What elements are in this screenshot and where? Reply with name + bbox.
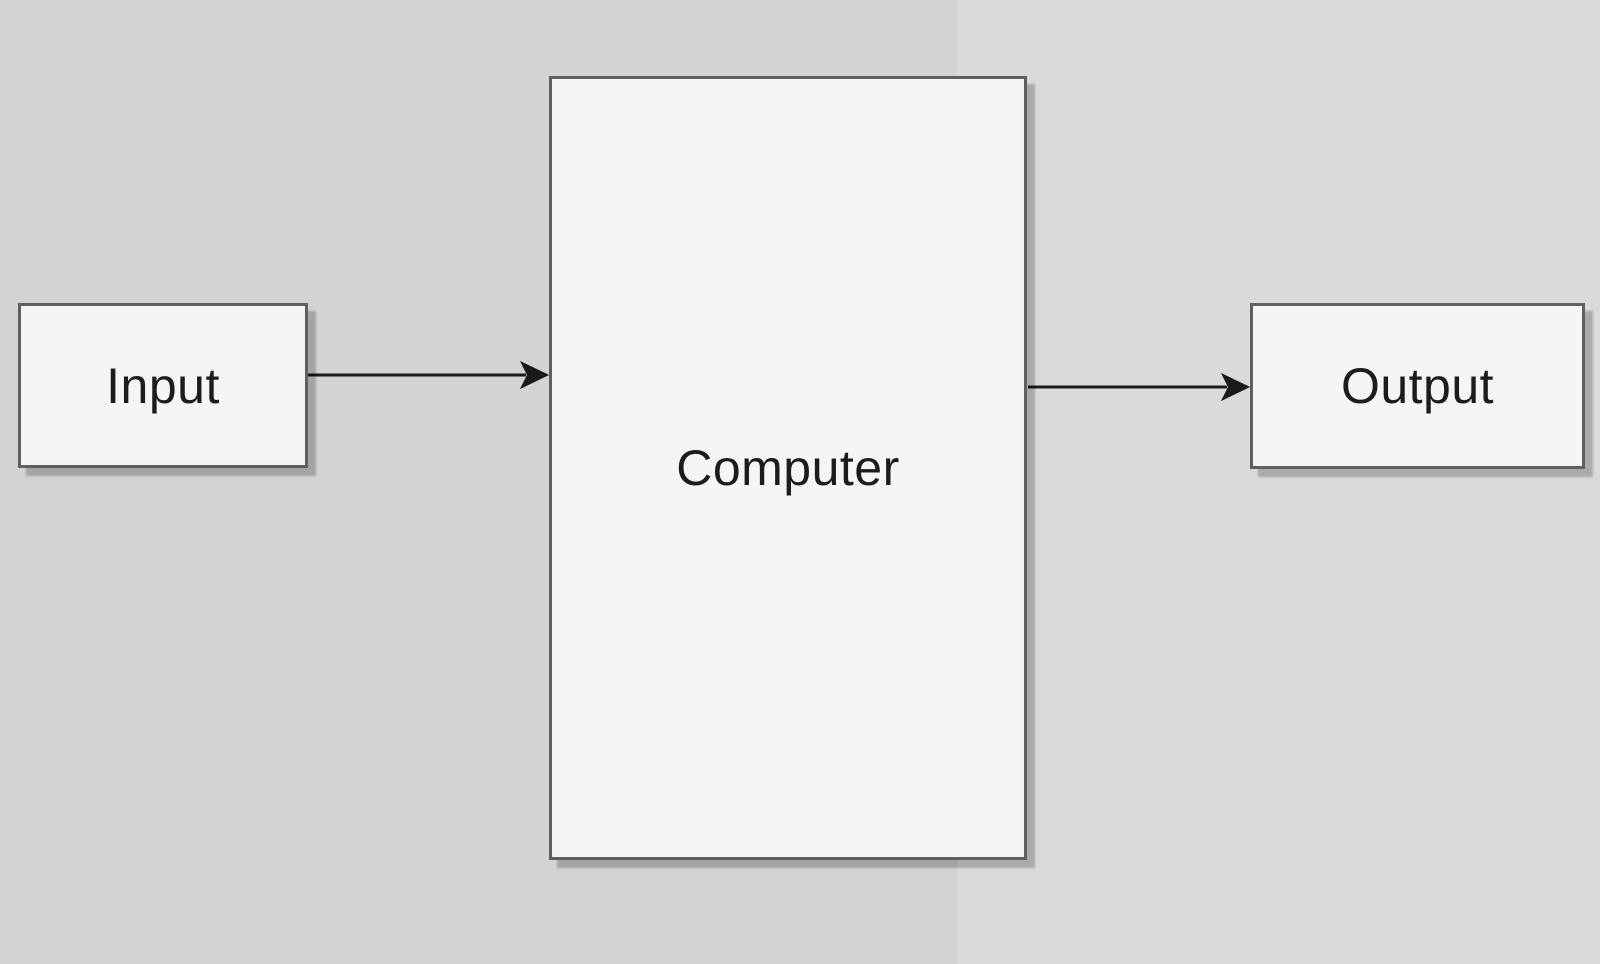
node-output[interactable]: Output bbox=[1250, 303, 1585, 469]
edge-input-to-computer[interactable] bbox=[308, 360, 550, 390]
node-computer[interactable]: Computer bbox=[549, 76, 1027, 860]
node-input-label: Input bbox=[106, 357, 220, 414]
edge-computer-to-output[interactable] bbox=[1028, 372, 1251, 402]
node-input[interactable]: Input bbox=[18, 303, 308, 468]
node-computer-label: Computer bbox=[676, 440, 900, 496]
node-output-label: Output bbox=[1340, 358, 1495, 414]
canvas-page-band bbox=[957, 0, 1600, 964]
edge-computer-to-output-arrowhead-icon bbox=[1220, 372, 1251, 402]
edge-input-to-computer-arrowhead-icon bbox=[519, 360, 550, 390]
